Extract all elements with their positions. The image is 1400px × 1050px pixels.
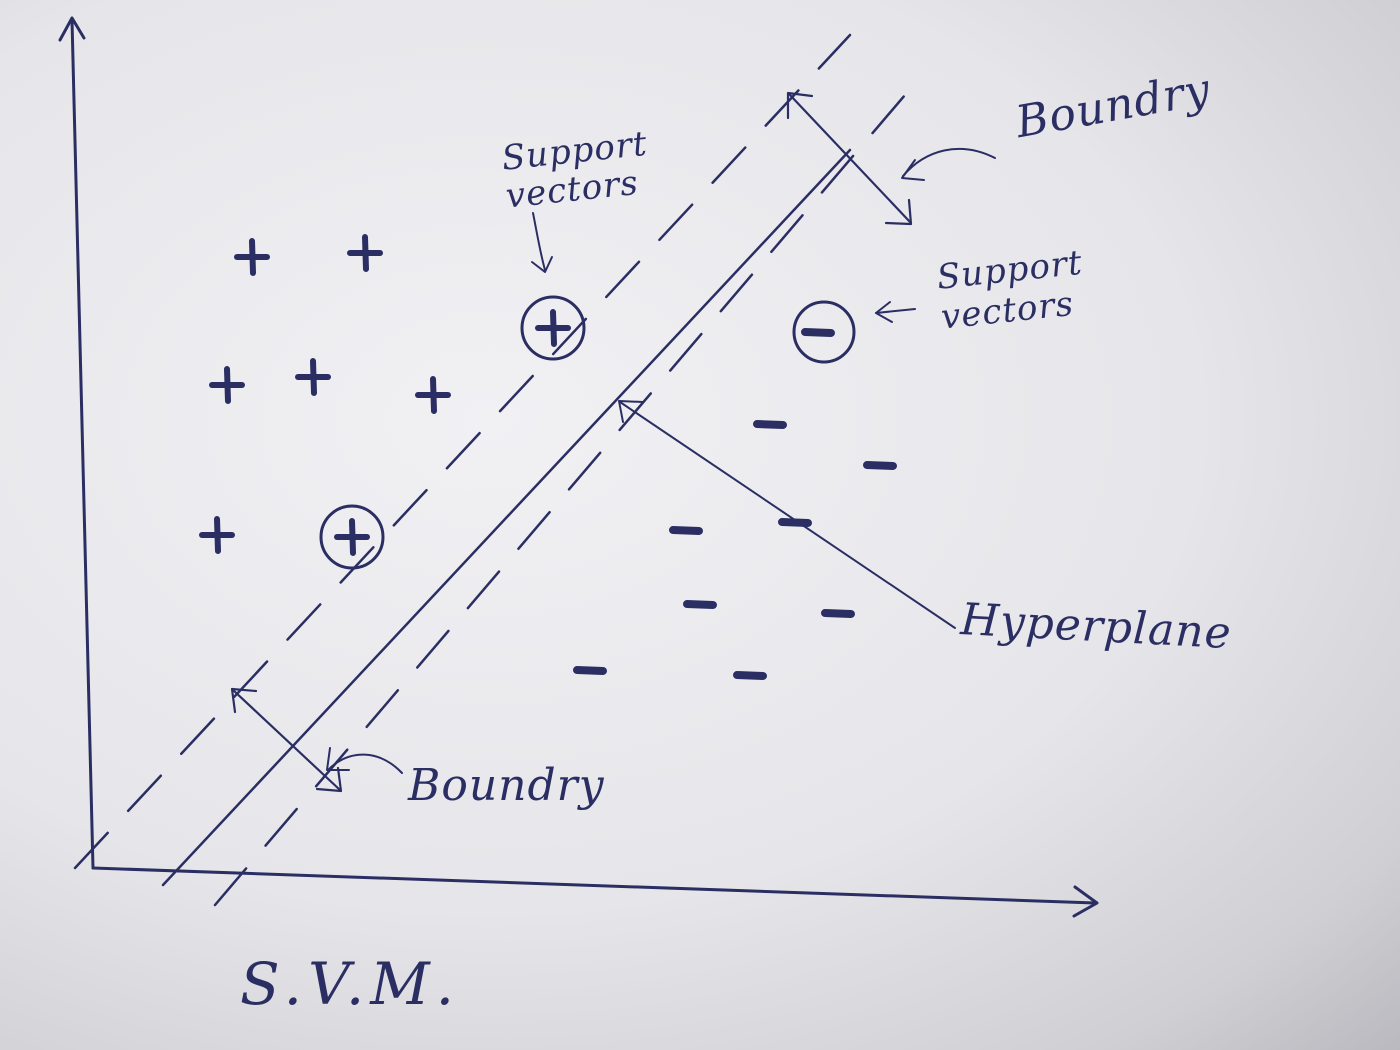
- negative-point: [733, 671, 767, 680]
- positive-point: [209, 366, 245, 404]
- hyperplane-line: [161, 148, 852, 887]
- positive-class-points: [199, 234, 451, 554]
- positive-point: [347, 234, 383, 272]
- top-margin-width-arrow: [786, 91, 913, 226]
- negative-point: [683, 600, 717, 609]
- positive-point: [415, 376, 451, 414]
- positive-point: [199, 516, 235, 554]
- negative-class-points: [573, 420, 897, 680]
- x-axis: [91, 866, 1097, 905]
- positive-point: [295, 358, 331, 396]
- boundary-bottom-pointer: [327, 753, 403, 774]
- positive-point: [234, 238, 270, 276]
- support-vectors-right-pointer: [875, 308, 916, 314]
- support-vector-circle: [319, 504, 385, 570]
- negative-point: [669, 526, 703, 535]
- support-vector-circle: [520, 295, 586, 361]
- bottom-margin-width-arrow: [230, 687, 343, 793]
- y-axis: [70, 18, 95, 870]
- support-vectors-top-label: Support vectors: [499, 123, 650, 217]
- negative-point: [863, 461, 897, 470]
- svm-caption: S.V.M.: [240, 950, 461, 1018]
- hyperplane-pointer: [619, 401, 956, 629]
- support-vector-circle: [792, 300, 856, 364]
- boundary-bottom-label: Boundry: [408, 760, 605, 811]
- support-vector-points: [319, 295, 856, 570]
- negative-point: [778, 518, 812, 527]
- negative-point: [821, 609, 855, 618]
- negative-point: [573, 666, 607, 675]
- annotation-arrows: [326, 147, 996, 774]
- positive-support-vector: [535, 309, 571, 347]
- negative-point: [753, 420, 787, 429]
- positive-support-vector: [334, 518, 370, 556]
- axes: [58, 16, 1099, 918]
- x-axis-arrowhead: [1072, 885, 1099, 918]
- support-vectors-top-pointer: [532, 212, 546, 271]
- negative-support-vector: [801, 328, 835, 337]
- upper-margin-line: [73, 33, 852, 870]
- support-vectors-right-label: Support vectors: [935, 242, 1085, 338]
- boundary-top-pointer: [902, 147, 996, 177]
- y-axis-arrowhead: [58, 16, 86, 42]
